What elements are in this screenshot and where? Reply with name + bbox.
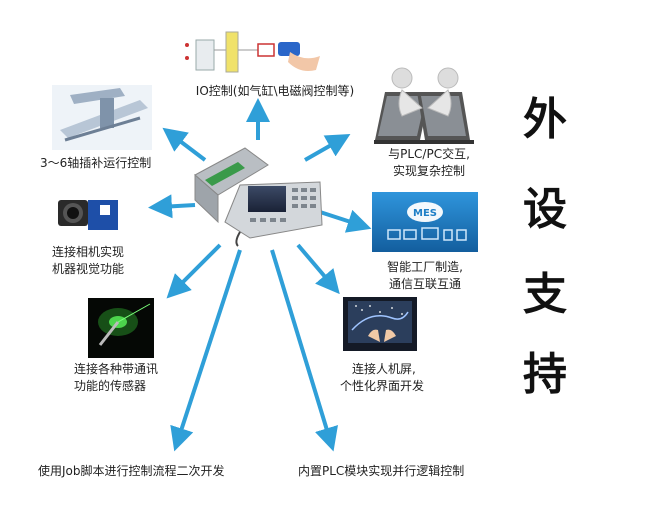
arrow-axis	[162, 127, 207, 162]
handshake-image	[374, 67, 474, 144]
label-hmi-line1: 连接人机屏,	[352, 362, 416, 376]
side-title-char-3: 支	[523, 269, 567, 320]
mes-cloud-image: MES	[372, 192, 478, 252]
io-wiring-image	[185, 31, 320, 73]
label-plc-pc-line1: 与PLC/PC交互,	[388, 147, 470, 161]
controller-device	[194, 147, 323, 247]
arrow-mes	[319, 209, 372, 233]
label-camera-line1: 连接相机实现	[52, 245, 125, 259]
side-title-char-2: 设	[523, 184, 567, 235]
arrow-camera	[148, 194, 196, 219]
label-sensor-line2: 功能的传感器	[74, 379, 147, 393]
side-title-char-4: 持	[523, 349, 567, 400]
arrows	[148, 98, 372, 452]
axis-robot-image	[52, 85, 152, 150]
mes-badge: MES	[413, 208, 437, 219]
label-axis-control: 3～6轴插补运行控制	[40, 156, 152, 170]
side-title-char-1: 外	[523, 94, 567, 145]
arrow-sensor	[166, 243, 222, 299]
label-io-control: IO控制(如气缸\电磁阀控制等)	[195, 84, 355, 98]
label-camera-line2: 机器视觉功能	[52, 262, 125, 276]
camera-image	[58, 200, 118, 230]
arrow-job	[170, 249, 242, 452]
label-hmi-line2: 个性化界面开发	[340, 379, 425, 393]
hmi-screen-image	[343, 297, 417, 351]
label-plc-module: 内置PLC模块实现并行逻辑控制	[298, 464, 465, 478]
arrow-plc-module	[270, 249, 338, 452]
label-job-script: 使用Job脚本进行控制流程二次开发	[38, 464, 225, 478]
label-mes-line1: 智能工厂制造,	[387, 260, 463, 274]
arrow-hmi	[296, 243, 340, 295]
label-mes-line2: 通信互联互通	[388, 277, 461, 291]
laser-sensor-image	[88, 298, 154, 358]
label-sensor-line1: 连接各种带通讯	[74, 362, 159, 376]
label-plc-pc-line2: 实现复杂控制	[392, 164, 465, 178]
arrow-plc-pc	[304, 134, 351, 162]
